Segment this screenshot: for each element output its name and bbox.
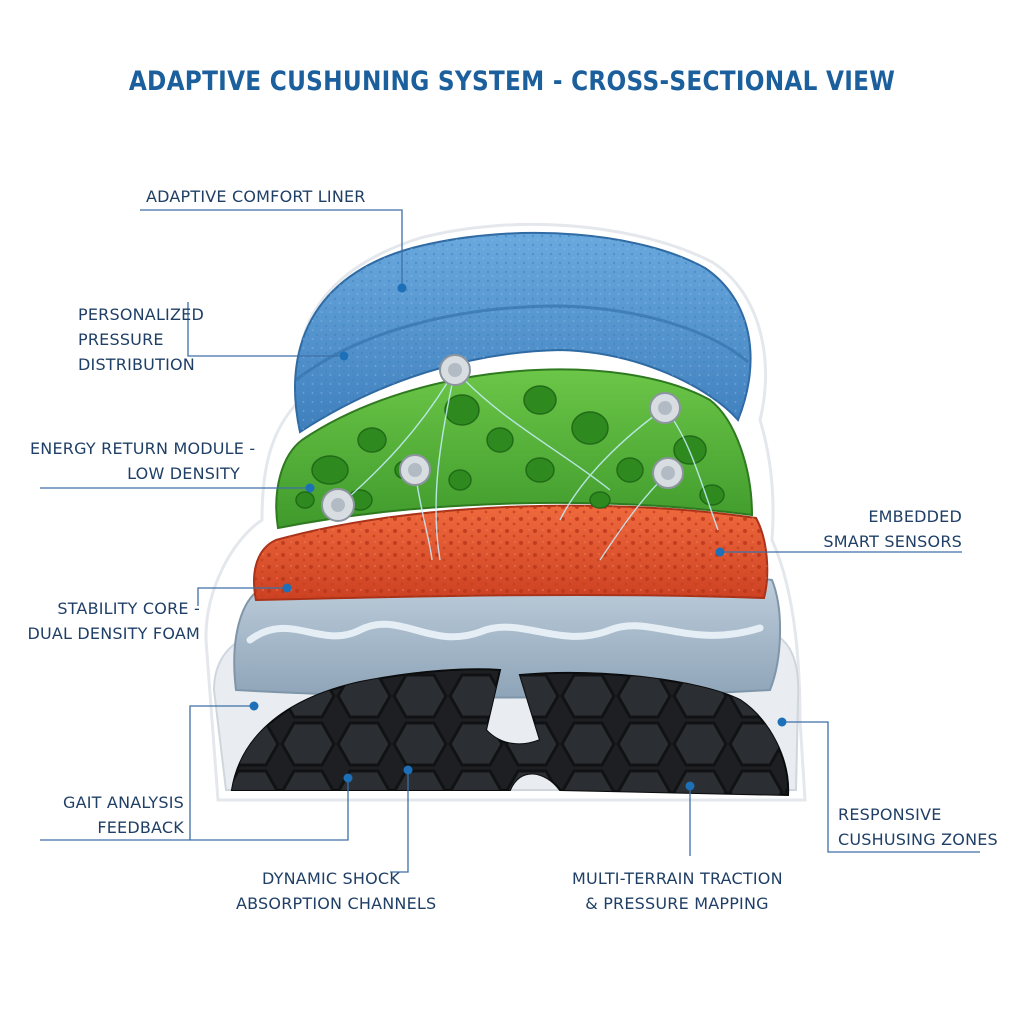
- leader-shock-absorption-2: [390, 770, 409, 873]
- leader-pressure-distribution: [187, 302, 344, 357]
- leader-lines: [40, 209, 980, 873]
- stability-core-pores: [254, 505, 768, 600]
- label-gait-analysis: GAIT ANALYSIS FEEDBACK: [63, 793, 184, 837]
- label-shock-absorption: DYNAMIC SHOCK ABSORPTION CHANNELS: [236, 869, 437, 913]
- comfort-liner-texture: [295, 232, 751, 432]
- sensor-icon: [439, 354, 471, 386]
- leader-comfort-liner: [140, 209, 403, 288]
- label-stability-core: STABILITY CORE - DUAL DENSITY FOAM: [27, 599, 200, 643]
- label-smart-sensors: EMBEDDED SMART SENSORS: [823, 507, 962, 551]
- label-pressure-distribution: PERSONALIZED PRESSURE DISTRIBUTION: [78, 305, 204, 374]
- smart-sensors: [321, 354, 684, 522]
- leader-gait-analysis: [40, 705, 254, 841]
- leader-shock-absorption: [190, 778, 349, 841]
- label-energy-return: ENERGY RETURN MODULE - LOW DENSITY: [30, 439, 256, 483]
- energy-return-layer: [275, 368, 754, 530]
- anchor-dots: [249, 283, 787, 791]
- label-comfort-liner: ADAPTIVE COMFORT LINER: [146, 187, 366, 206]
- sensor-icon: [399, 454, 431, 486]
- leader-stability-core: [197, 587, 287, 606]
- outsole-hex-pattern: [232, 669, 789, 795]
- sensor-icon: [649, 392, 681, 424]
- sensor-icon: [652, 457, 684, 489]
- label-traction: MULTI-TERRAIN TRACTION & PRESSURE MAPPIN…: [572, 869, 783, 913]
- sensor-icon: [321, 488, 355, 522]
- leader-responsive-zones: [782, 721, 980, 853]
- midsole-wave: [246, 620, 764, 644]
- label-responsive-zones: RESPONSIVE CUSHUSING ZONES: [838, 805, 998, 849]
- liner-inner-band: [295, 304, 749, 382]
- diagram-title: ADAPTIVE CUSHUNING SYSTEM - CROSS-SECTIO…: [128, 66, 896, 97]
